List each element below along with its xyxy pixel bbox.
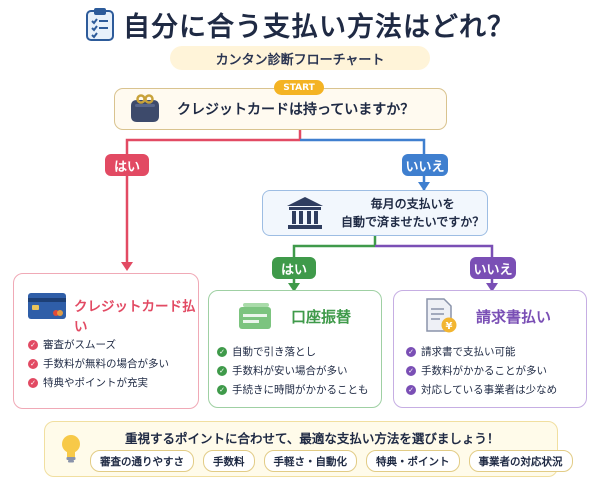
card-title-bank-transfer: 口座振替 xyxy=(291,308,352,326)
arrow-q2-no xyxy=(486,283,498,292)
purse-icon xyxy=(131,94,159,122)
priority-tag: 事業者の対応状況 xyxy=(468,450,573,472)
bullet-text: 特典やポイントが充実 xyxy=(43,377,148,389)
header: 自分に合う支払い方法はどれ？ xyxy=(0,4,600,44)
q2-yes-pill: はい xyxy=(272,257,316,279)
credit-card-icon xyxy=(28,293,66,319)
list-item: ✓ 自動で引き落とし xyxy=(217,342,369,361)
q2-no-pill: いいえ xyxy=(470,257,516,279)
check-icon: ✓ xyxy=(28,358,38,369)
advice-text: 重視するポイントに合わせて、最適な支払い方法を選びましょう！ xyxy=(125,431,500,446)
q1-no-label: いいえ xyxy=(405,159,445,175)
question-1-text: クレジットカードは持っていますか？ xyxy=(177,102,415,118)
list-item: ✓ 手数料がかかることが多い xyxy=(406,361,557,380)
q1-yes-label: はい xyxy=(113,159,140,175)
question-auto-payment: 毎月の支払いを 自動で済ませたいですか？ xyxy=(262,190,488,236)
question-credit-card: クレジットカードは持っていますか？ xyxy=(114,88,447,130)
arrow-q2-yes xyxy=(288,283,300,292)
start-label: START xyxy=(283,82,315,93)
cash-icon xyxy=(239,303,271,329)
priority-tag: 特典・ポイント xyxy=(366,450,460,472)
check-icon: ✓ xyxy=(217,346,227,357)
question-2-line-1: 毎月の支払いを xyxy=(370,197,455,211)
list-item: ✓ 審査がスムーズ xyxy=(28,335,169,354)
list-item: ✓ 請求書で支払い可能 xyxy=(406,342,557,361)
bullet-text: 対応している事業者は少なめ xyxy=(421,384,558,396)
subtitle-badge: カンタン診断フローチャート xyxy=(170,46,430,70)
q1-yes-pill: はい xyxy=(105,154,149,176)
bullet-text: 手数料が安い場合が多い xyxy=(232,365,348,377)
question-2-line-2: 自動で済ませたいですか？ xyxy=(341,215,485,229)
check-icon: ✓ xyxy=(28,339,38,350)
connector-q1-yes xyxy=(125,138,300,262)
advice-footer: 重視するポイントに合わせて、最適な支払い方法を選びましょう！ 審査の通りやすさ … xyxy=(44,421,573,477)
bullet-text: 審査がスムーズ xyxy=(43,339,116,351)
arrow-q1-yes xyxy=(121,262,133,271)
invoice-yen-icon: ¥ xyxy=(426,298,457,333)
bullet-text: 自動で引き落とし xyxy=(232,346,316,358)
priority-tag: 手数料 xyxy=(203,450,255,472)
bank-icon xyxy=(287,197,323,229)
q2-yes-label: はい xyxy=(280,262,307,278)
result-card-bank-transfer: 口座振替 ✓ 自動で引き落とし ✓ 手数料が安い場合が多い ✓ 手続きに時間がかかるこ… xyxy=(208,290,382,408)
list-item: ✓ 手数料が無料の場合が多い xyxy=(28,354,169,373)
result-card-credit: クレジットカード払い ✓ 審査がスムーズ ✓ 手数料が無料の場合が多い ✓ 特典やポイ… xyxy=(13,273,199,409)
bullets-invoice: ✓ 請求書で支払い可能 ✓ 手数料がかかることが多い ✓ 対応している事業者は少なめ xyxy=(406,342,557,399)
bullets-bank-transfer: ✓ 自動で引き落とし ✓ 手数料が安い場合が多い ✓ 手続きに時間がかかることも xyxy=(217,342,369,399)
svg-text:¥: ¥ xyxy=(446,321,453,332)
result-card-invoice: ¥ 請求書払い ✓ 請求書で支払い可能 ✓ 手数料がかかることが多い ✓ 対応している… xyxy=(393,290,587,408)
check-icon: ✓ xyxy=(406,384,416,395)
list-item: ✓ 手続きに時間がかかることも xyxy=(217,380,369,399)
list-item: ✓ 特典やポイントが充実 xyxy=(28,373,169,392)
check-icon: ✓ xyxy=(406,346,416,357)
bullets-credit: ✓ 審査がスムーズ ✓ 手数料が無料の場合が多い ✓ 特典やポイントが充実 xyxy=(28,335,169,392)
priority-tag: 手軽さ・自動化 xyxy=(263,450,357,472)
start-badge: START xyxy=(274,80,324,95)
bullet-text: 手数料がかかることが多い xyxy=(421,365,547,377)
clipboard-checklist-icon xyxy=(86,8,114,41)
bullet-text: 手続きに時間がかかることも xyxy=(232,384,369,396)
page-title: 自分に合う支払い方法はどれ？ xyxy=(123,11,515,43)
priority-tags: 審査の通りやすさ 手数料 手軽さ・自動化 特典・ポイント 事業者の対応状況 xyxy=(90,450,573,472)
bullet-text: 請求書で支払い可能 xyxy=(421,346,516,358)
check-icon: ✓ xyxy=(28,377,38,388)
bullet-text: 手数料が無料の場合が多い xyxy=(43,358,169,370)
check-icon: ✓ xyxy=(406,365,416,376)
list-item: ✓ 手数料が安い場合が多い xyxy=(217,361,369,380)
card-title-invoice: 請求書払い xyxy=(476,308,552,326)
subtitle-text: カンタン診断フローチャート xyxy=(215,52,385,68)
check-icon: ✓ xyxy=(217,365,227,376)
q2-no-label: いいえ xyxy=(473,262,513,278)
card-title-credit: クレジットカード払い xyxy=(74,299,196,335)
arrow-q1-no xyxy=(418,182,430,191)
list-item: ✓ 対応している事業者は少なめ xyxy=(406,380,557,399)
question-2-text: 毎月の支払いを 自動で済ませたいですか？ xyxy=(341,195,484,231)
lightbulb-icon xyxy=(62,435,80,463)
check-icon: ✓ xyxy=(217,384,227,395)
priority-tag: 審査の通りやすさ xyxy=(90,450,194,472)
q1-no-pill: いいえ xyxy=(402,154,448,176)
